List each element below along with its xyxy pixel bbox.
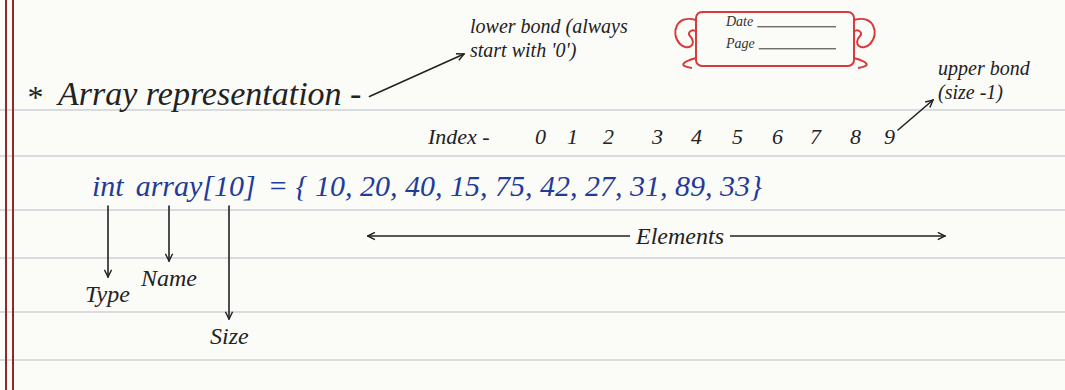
pointer-arrow (168, 206, 170, 261)
index-number: 4 (691, 124, 702, 150)
index-number: 0 (535, 124, 546, 150)
index-number: 1 (567, 124, 578, 150)
rule-line (0, 209, 1065, 210)
scroll-stroke (696, 12, 854, 66)
bullet: * (26, 78, 42, 116)
banner-field: Page (726, 36, 755, 53)
pointer-arrow (228, 206, 230, 319)
scroll-stroke (854, 58, 867, 68)
margin-line (12, 0, 14, 390)
margin-line (5, 0, 7, 390)
index-number: 7 (810, 124, 821, 150)
banner-field: Date (726, 14, 753, 31)
index-number: 8 (850, 124, 861, 150)
pointer-arrow (107, 206, 109, 277)
scroll-stroke (683, 58, 696, 68)
rule-line (0, 311, 1065, 312)
ruled-lines (0, 110, 1065, 360)
lower-bound-arrow (369, 54, 464, 96)
array-size: [10] (202, 168, 255, 204)
index-number: 9 (884, 124, 895, 150)
index-label: Index - (428, 124, 490, 150)
upper-bound-note: upper bond (size -1) (938, 56, 1053, 104)
elements-label: Elements (630, 222, 730, 251)
index-number: 3 (652, 124, 663, 150)
date-page-banner: DatePage (668, 4, 882, 74)
type-keyword: int (92, 168, 124, 204)
rule-line (0, 155, 1065, 156)
scroll-stroke (854, 19, 875, 47)
lower-bound-note: lower bond (always start with '0') (470, 14, 662, 62)
array-name: array (136, 168, 203, 204)
upper-bound-arrow (898, 100, 933, 130)
index-number: 2 (603, 124, 614, 150)
blank-line (757, 26, 836, 27)
type-label: Type (85, 280, 130, 309)
index-number: 5 (732, 124, 743, 150)
name-label: Name (141, 264, 197, 293)
blank-line (759, 48, 836, 49)
size-label: Size (210, 322, 249, 351)
scroll-outline (668, 4, 882, 74)
index-number: 6 (772, 124, 783, 150)
scroll-stroke (675, 19, 696, 47)
array-elements: = { 10, 20, 40, 15, 75, 42, 27, 31, 89, … (268, 168, 762, 204)
rule-line (0, 359, 1065, 360)
rule-line (0, 257, 1065, 258)
heading: Array representation - (58, 74, 361, 115)
